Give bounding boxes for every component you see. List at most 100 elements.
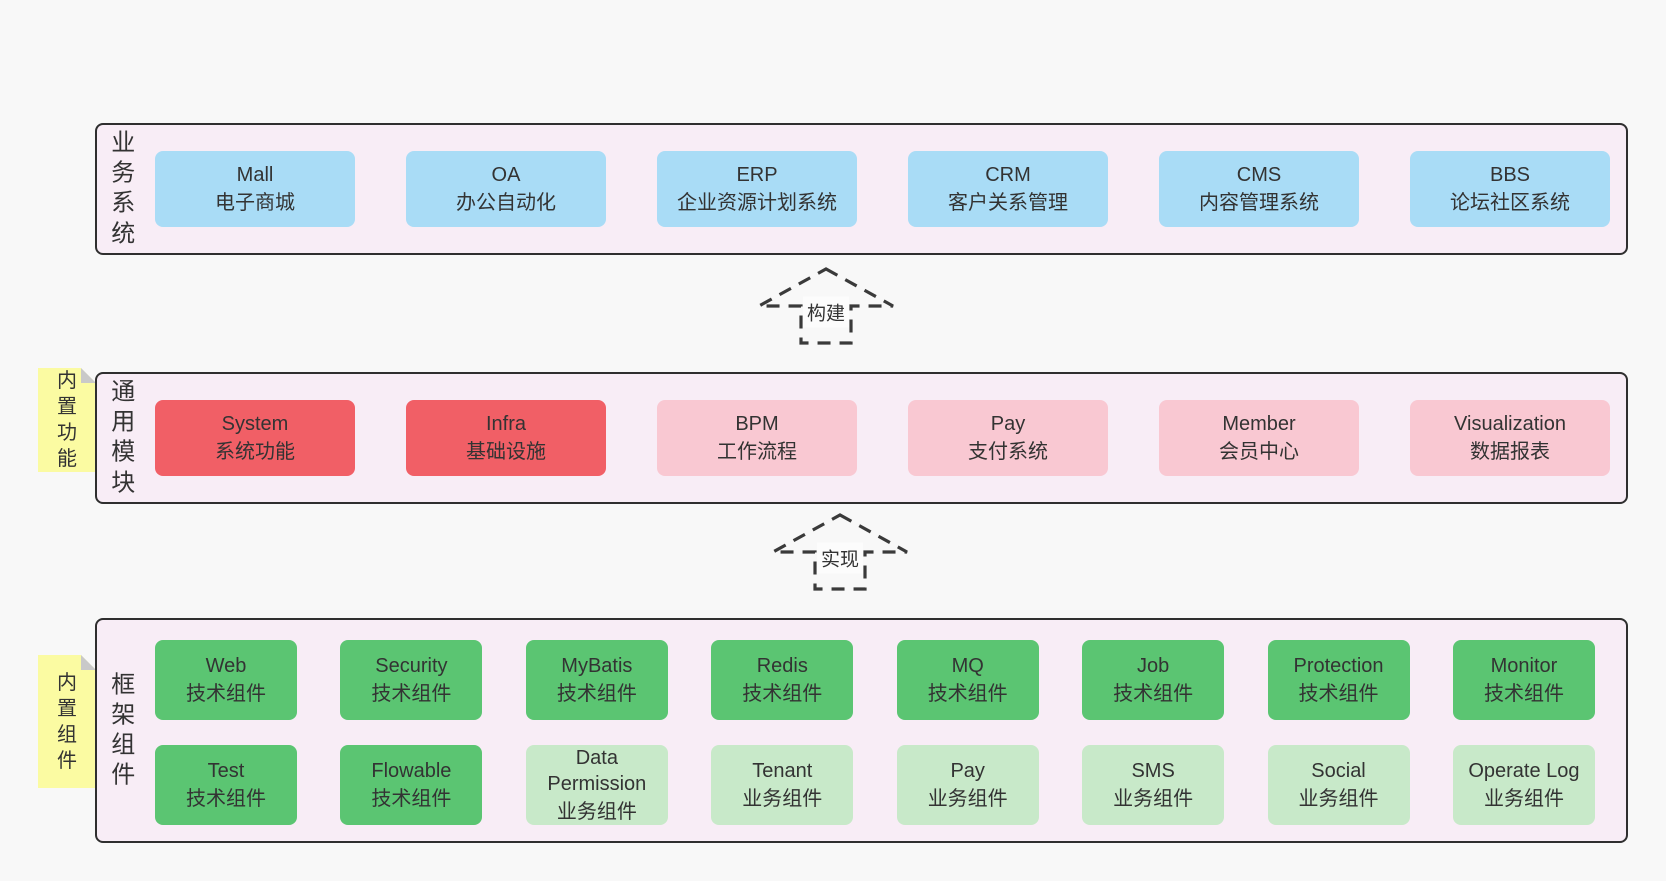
layer-common-modules: 通用模块 System 系统功能 Infra 基础设施 BPM 工作流程 Pay… <box>95 372 1628 504</box>
box-subtitle: 内容管理系统 <box>1199 192 1319 214</box>
box-redis: Redis 技术组件 <box>711 640 854 720</box>
box-subtitle: 业务组件 <box>1113 788 1194 810</box>
box-subtitle: 技术组件 <box>186 788 266 810</box>
sticky-note-label: 内置组件 <box>57 671 77 772</box>
box-row: System 系统功能 Infra 基础设施 BPM 工作流程 Pay 支付系统… <box>155 400 1610 476</box>
box-title: CRM <box>985 164 1031 186</box>
box-subtitle: 系统功能 <box>215 441 295 463</box>
box-title: Data Permission <box>547 747 647 795</box>
box-job: Job 技术组件 <box>1082 640 1225 720</box>
box-title: Pay <box>950 760 985 782</box>
box-bbs: BBS 论坛社区系统 <box>1410 151 1610 227</box>
box-title: MyBatis <box>561 655 633 677</box>
box-oa: OA 办公自动化 <box>406 151 606 227</box>
box-subtitle: 技术组件 <box>1483 683 1564 705</box>
layer-framework-components: 框架组件 Web 技术组件 Security 技术组件 MyBatis 技术组件… <box>95 618 1628 843</box>
box-title: SMS <box>1131 760 1175 782</box>
box-title: Visualization <box>1454 413 1566 435</box>
box-subtitle: 业务组件 <box>927 788 1008 810</box>
box-subtitle: 业务组件 <box>1483 788 1564 810</box>
box-title: CMS <box>1236 164 1282 186</box>
box-title: Tenant <box>752 760 813 782</box>
box-operate-log: Operate Log 业务组件 <box>1452 745 1595 825</box>
box-subtitle: 技术组件 <box>556 683 637 705</box>
box-title: Infra <box>485 413 527 435</box>
box-subtitle: 技术组件 <box>927 683 1008 705</box>
box-subtitle: 技术组件 <box>371 683 452 705</box>
build-arrow-label: 构建 <box>802 296 850 328</box>
box-pay-component: Pay 业务组件 <box>896 745 1039 825</box>
box-cms: CMS 内容管理系统 <box>1159 151 1359 227</box>
box-subtitle: 会员中心 <box>1219 441 1299 463</box>
layer-label-business-systems: 业务系统 <box>111 129 136 248</box>
box-title: Job <box>1136 655 1170 677</box>
box-subtitle: 办公自动化 <box>456 192 556 214</box>
box-title: Protection <box>1293 655 1384 677</box>
box-security: Security 技术组件 <box>340 640 483 720</box>
layer-label-common-modules: 通用模块 <box>111 378 136 497</box>
box-member: Member 会员中心 <box>1159 400 1359 476</box>
box-row: Web 技术组件 Security 技术组件 MyBatis 技术组件 Redi… <box>155 640 1595 720</box>
box-subtitle: 数据报表 <box>1470 441 1550 463</box>
box-title: ERP <box>736 164 778 186</box>
box-system: System 系统功能 <box>155 400 355 476</box>
box-protection: Protection 技术组件 <box>1267 640 1410 720</box>
box-title: Monitor <box>1490 655 1558 677</box>
layer-label-framework-components: 框架组件 <box>111 671 136 789</box>
box-subtitle: 业务组件 <box>1298 788 1379 810</box>
box-monitor: Monitor 技术组件 <box>1452 640 1595 720</box>
box-title: System <box>221 413 289 435</box>
box-subtitle: 电子商城 <box>215 192 295 214</box>
box-mybatis: MyBatis 技术组件 <box>525 640 668 720</box>
box-subtitle: 支付系统 <box>968 441 1048 463</box>
box-title: BBS <box>1489 164 1531 186</box>
box-subtitle: 基础设施 <box>466 441 546 463</box>
box-subtitle: 技术组件 <box>1113 683 1194 705</box>
box-title: BPM <box>735 413 779 435</box>
box-title: Social <box>1311 760 1366 782</box>
box-title: Web <box>205 655 247 677</box>
box-title: Member <box>1222 413 1296 435</box>
box-flowable: Flowable 技术组件 <box>340 745 483 825</box>
box-crm: CRM 客户关系管理 <box>908 151 1108 227</box>
box-sms: SMS 业务组件 <box>1082 745 1225 825</box>
box-subtitle: 业务组件 <box>742 788 823 810</box>
box-social: Social 业务组件 <box>1267 745 1410 825</box>
box-title: Flowable <box>371 760 452 782</box>
box-title: OA <box>491 164 521 186</box>
box-subtitle: 客户关系管理 <box>948 192 1068 214</box>
implement-arrow: 实现 <box>755 512 925 592</box>
sticky-note-built-in-components: 内置组件 <box>38 655 96 788</box>
box-subtitle: 工作流程 <box>717 441 797 463</box>
box-subtitle: 业务组件 <box>556 801 637 823</box>
box-title: Mall <box>236 164 274 186</box>
box-bpm: BPM 工作流程 <box>657 400 857 476</box>
box-title: Redis <box>756 655 808 677</box>
dashed-up-arrow-icon <box>772 513 908 591</box>
box-pay-module: Pay 支付系统 <box>908 400 1108 476</box>
sticky-note-label: 内置功能 <box>57 370 77 470</box>
dashed-up-arrow-icon <box>758 267 894 345</box>
box-subtitle: 技术组件 <box>1298 683 1379 705</box>
sticky-note-built-in-features: 内置功能 <box>38 368 96 472</box>
box-subtitle: 论坛社区系统 <box>1450 192 1570 214</box>
implement-arrow-label: 实现 <box>816 542 864 574</box>
box-title: Test <box>207 760 245 782</box>
box-row: Mall 电子商城 OA 办公自动化 ERP 企业资源计划系统 CRM 客户关系… <box>155 151 1610 227</box>
box-test: Test 技术组件 <box>155 745 297 825</box>
box-tenant: Tenant 业务组件 <box>711 745 854 825</box>
box-visualization: Visualization 数据报表 <box>1410 400 1610 476</box>
box-subtitle: 技术组件 <box>371 788 452 810</box>
box-subtitle: 企业资源计划系统 <box>677 192 837 214</box>
box-erp: ERP 企业资源计划系统 <box>657 151 857 227</box>
layer-business-systems: 业务系统 Mall 电子商城 OA 办公自动化 ERP 企业资源计划系统 CRM… <box>95 123 1628 255</box>
box-title: Security <box>375 655 448 677</box>
box-infra: Infra 基础设施 <box>406 400 606 476</box>
box-subtitle: 技术组件 <box>186 683 266 705</box>
box-title: Operate Log <box>1468 760 1580 782</box>
build-arrow: 构建 <box>741 266 911 346</box>
box-title: MQ <box>951 655 984 677</box>
box-subtitle: 技术组件 <box>742 683 823 705</box>
box-row: Test 技术组件 Flowable 技术组件 Data Permission … <box>155 745 1595 825</box>
box-title: Pay <box>990 413 1026 435</box>
